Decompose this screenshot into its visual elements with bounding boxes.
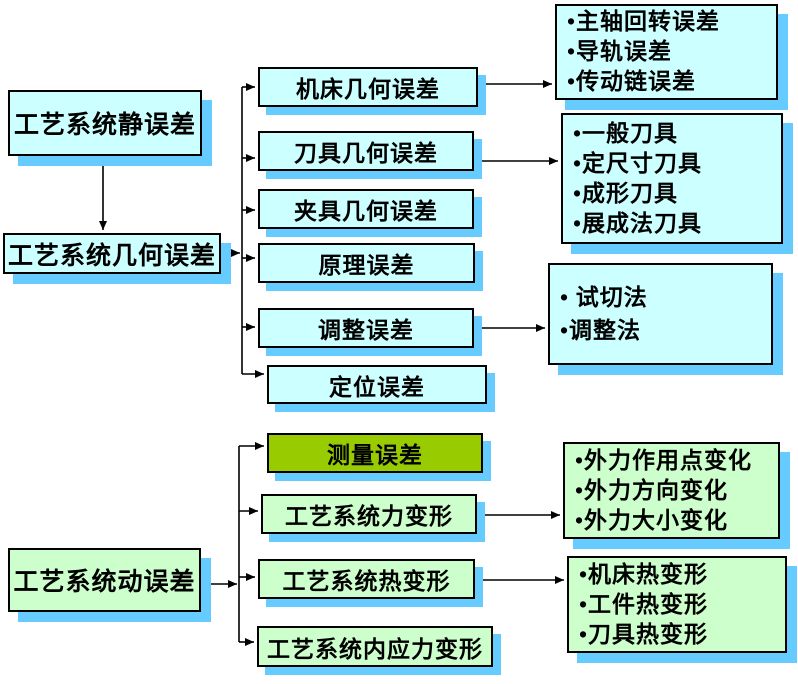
node-stress-deform: 工艺系统内应力变形 <box>257 626 493 667</box>
node-static-error: 工艺系统静误差 <box>8 90 202 156</box>
detail-adjust-methods: • 试切法 •调整法 <box>548 263 773 365</box>
node-label: 测量误差 <box>327 443 423 468</box>
bullet-item: •调整法 <box>560 318 642 343</box>
node-label: 机床几何误差 <box>296 77 440 102</box>
node-label: 调整误差 <box>318 318 414 343</box>
node-fixture-geo-error: 夹具几何误差 <box>258 189 474 229</box>
bullet-item: •导轨误差 <box>567 39 673 64</box>
node-tool-geo-error: 刀具几何误差 <box>258 131 474 171</box>
node-thermal-deform: 工艺系统热变形 <box>258 559 475 599</box>
bullet-item: •定尺寸刀具 <box>573 150 703 176</box>
bullet-item: •成形刀具 <box>573 180 679 206</box>
node-adjust-error: 调整误差 <box>258 308 474 348</box>
node-label: 夹具几何误差 <box>294 199 438 224</box>
bullet-item: •外力大小变化 <box>575 507 729 533</box>
bullet-item: • 试切法 <box>560 285 648 310</box>
detail-machine-geo: •主轴回转误差 •导轨误差 •传动链误差 <box>555 4 778 100</box>
node-dynamic-error: 工艺系统动误差 <box>8 548 201 612</box>
node-label: 工艺系统力变形 <box>285 504 453 529</box>
bullet-item: •外力方向变化 <box>575 477 729 503</box>
bullet-item: •一般刀具 <box>573 120 679 146</box>
bullet-item: •机床热变形 <box>579 561 709 587</box>
node-label: 工艺系统内应力变形 <box>267 636 483 662</box>
node-label: 定位误差 <box>329 374 425 400</box>
bullet-item: •展成法刀具 <box>573 210 703 236</box>
node-measure-error: 测量误差 <box>267 433 483 473</box>
detail-thermal-deform: •机床热变形 •工件热变形 •刀具热变形 <box>567 556 787 653</box>
node-label: 工艺系统静误差 <box>13 112 196 139</box>
node-geometric-error: 工艺系统几何误差 <box>3 233 221 274</box>
node-force-deform: 工艺系统力变形 <box>261 494 477 534</box>
bullet-item: •外力作用点变化 <box>575 447 753 473</box>
bullet-item: •主轴回转误差 <box>567 9 721 34</box>
bullet-item: •传动链误差 <box>567 69 697 94</box>
bullet-item: •工件热变形 <box>579 591 709 617</box>
detail-force-deform: •外力作用点变化 •外力方向变化 •外力大小变化 <box>563 442 780 539</box>
node-label: 刀具几何误差 <box>294 141 438 166</box>
detail-tool-geo: •一般刀具 •定尺寸刀具 •成形刀具 •展成法刀具 <box>561 113 783 244</box>
node-label: 工艺系统热变形 <box>282 569 451 594</box>
node-label: 工艺系统动误差 <box>13 569 196 596</box>
node-label: 原理误差 <box>318 253 415 278</box>
node-machine-geo-error: 机床几何误差 <box>258 67 478 107</box>
node-principle-error: 原理误差 <box>258 243 475 283</box>
bullet-item: •刀具热变形 <box>579 621 709 647</box>
node-label: 工艺系统几何误差 <box>7 242 216 270</box>
node-locate-error: 定位误差 <box>267 365 487 404</box>
